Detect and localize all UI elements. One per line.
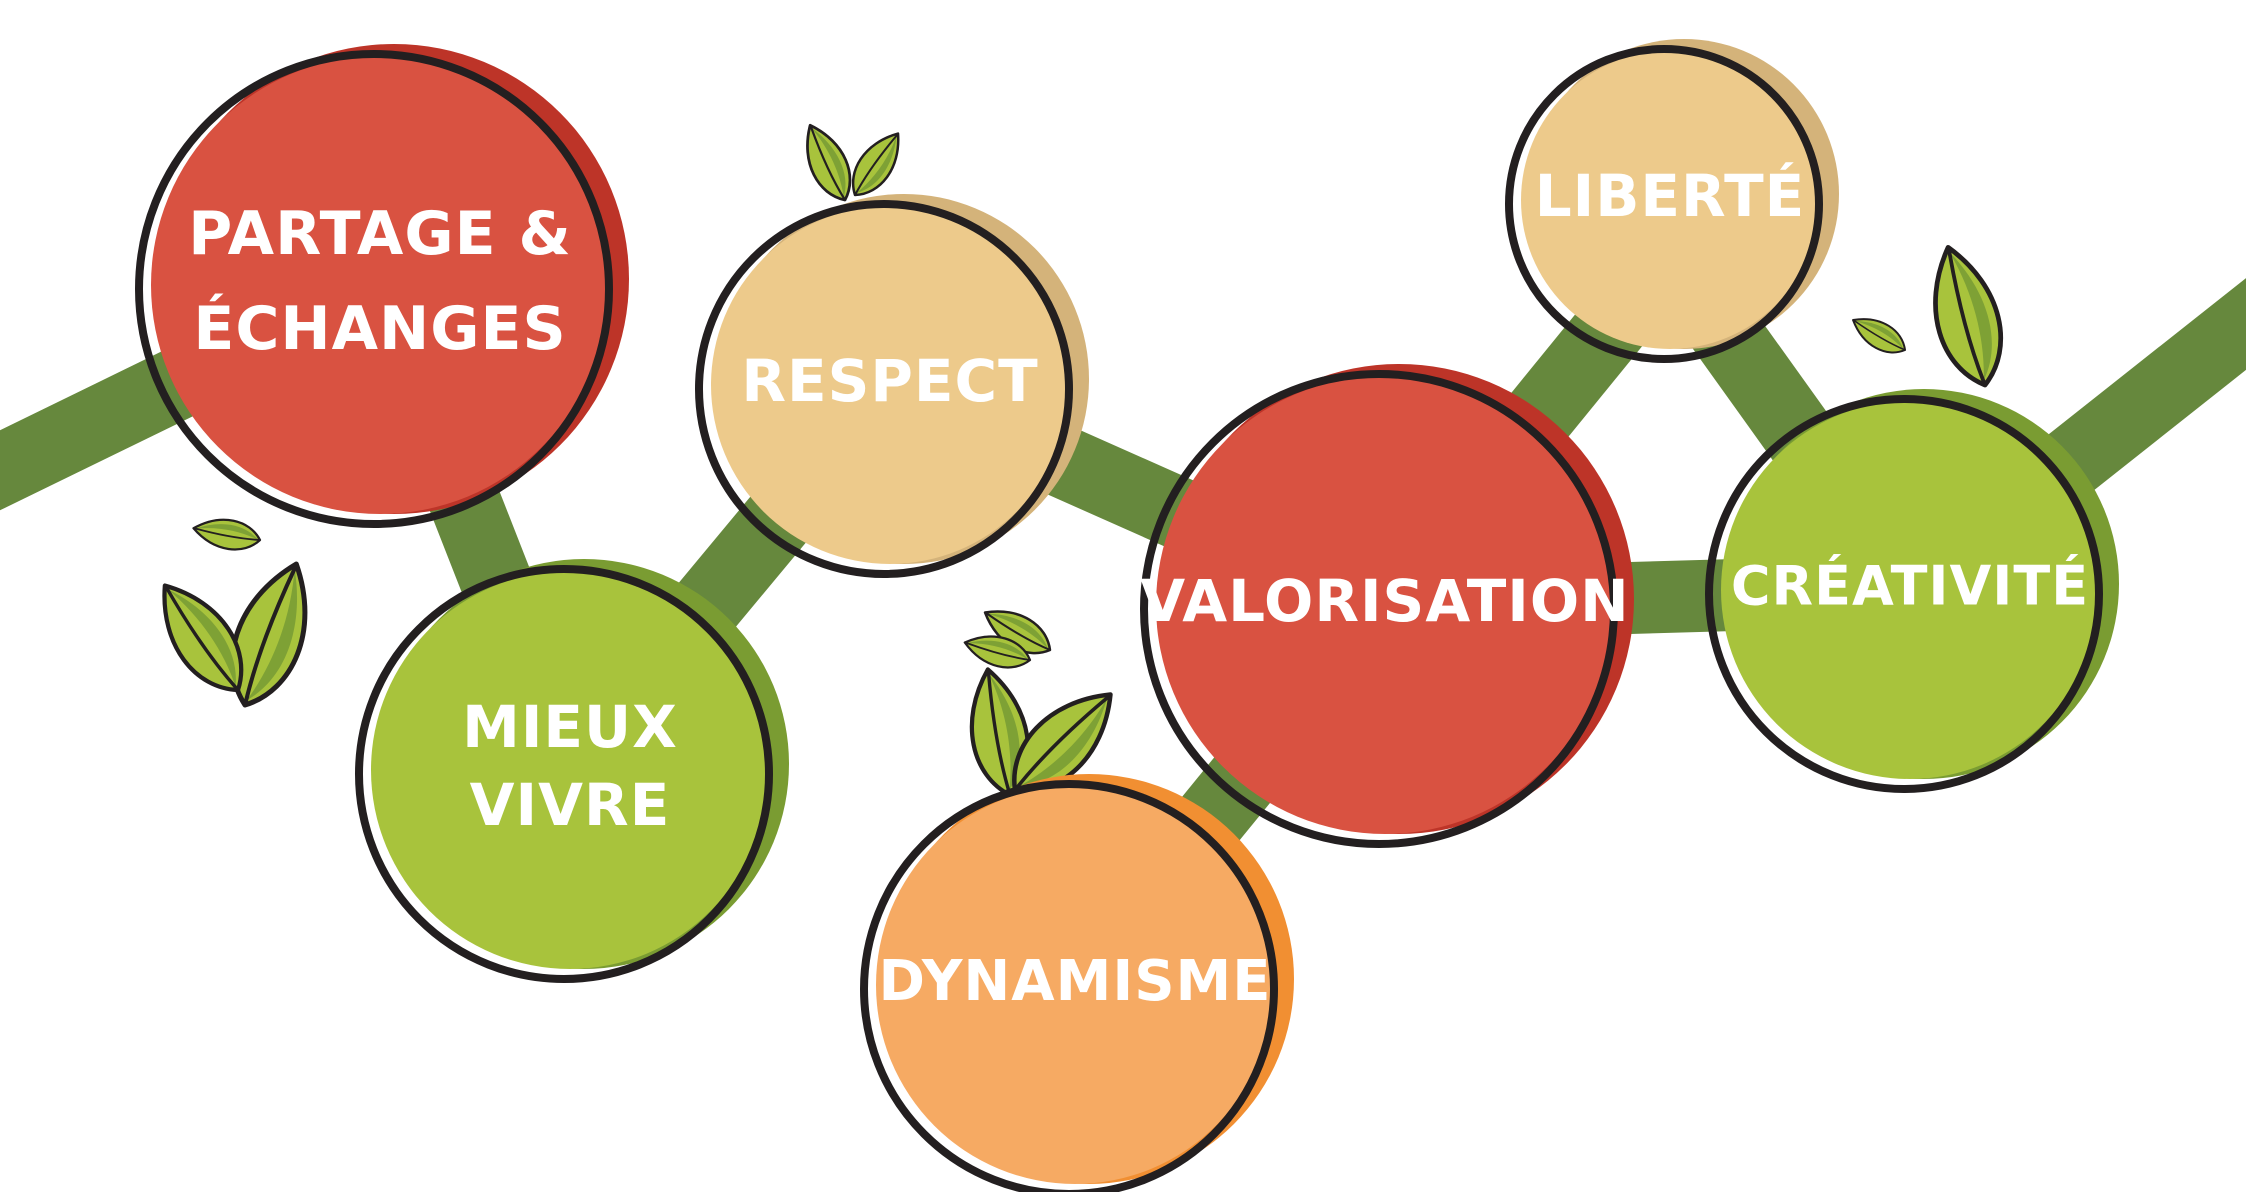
value-label-creativite: CRÉATIVITÉ	[1731, 555, 2089, 618]
value-label-mieux-vivre-line-2: VIVRE	[470, 771, 671, 839]
value-label-respect: RESPECT	[741, 347, 1038, 415]
value-circle-mieux-vivre: MIEUX VIVRE	[355, 559, 789, 983]
value-circle-respect: RESPECT	[695, 194, 1089, 578]
leaf-cluster-respect	[792, 116, 913, 209]
value-circle-valorisation: VALORISATION	[1140, 364, 1634, 848]
value-label-partage-line-1: PARTAGE &	[188, 199, 572, 269]
value-circle-partage: PARTAGE & ÉCHANGES	[135, 44, 629, 528]
leaf-cluster-creativite	[1845, 240, 2015, 393]
value-label-mieux-vivre-line-1: MIEUX	[462, 693, 678, 761]
value-label-liberte: LIBERTÉ	[1535, 161, 1806, 230]
leaf-cluster-left	[143, 513, 327, 716]
value-circle-creativite: CRÉATIVITÉ	[1705, 389, 2119, 793]
value-label-dynamisme: DYNAMISME	[878, 949, 1271, 1014]
value-circle-liberte: LIBERTÉ	[1505, 39, 1839, 363]
value-label-valorisation: VALORISATION	[1140, 567, 1629, 635]
value-label-partage-line-2: ÉCHANGES	[193, 292, 566, 364]
value-circle-dynamisme: DYNAMISME	[860, 774, 1294, 1192]
